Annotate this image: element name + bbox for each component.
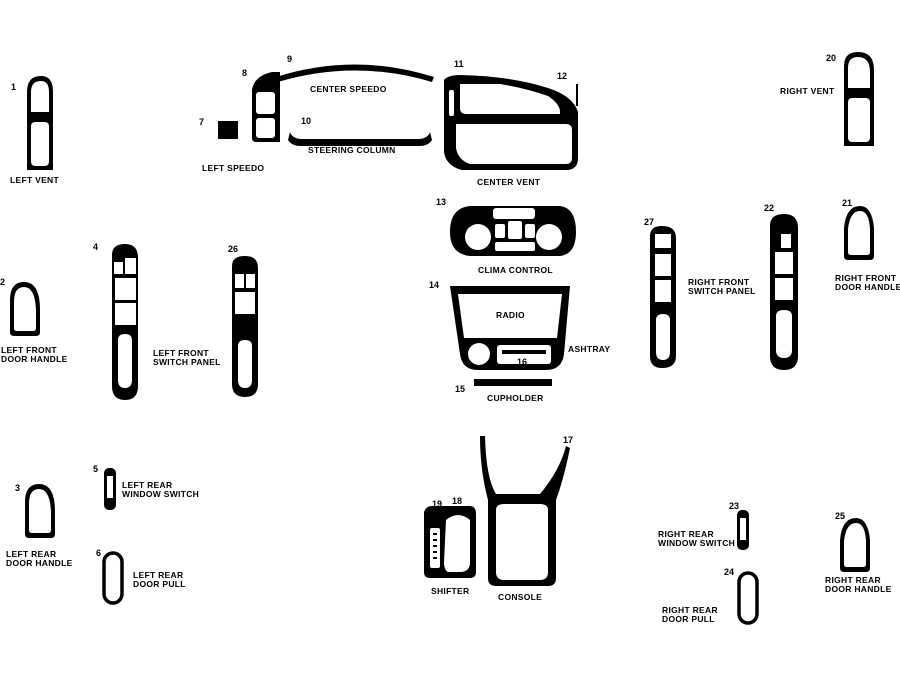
part-number-27: 27 bbox=[644, 217, 654, 227]
label-cupholder: CUPHOLDER bbox=[487, 393, 544, 403]
left-rear-window-switch-piece bbox=[104, 468, 116, 510]
part-number-2: 2 bbox=[0, 277, 5, 287]
label-left-speedo: LEFT SPEEDO bbox=[202, 163, 264, 173]
label-radio: RADIO bbox=[496, 310, 525, 320]
left-vent-piece bbox=[27, 76, 53, 170]
part-number-6: 6 bbox=[96, 548, 101, 558]
shifter-piece bbox=[424, 506, 476, 578]
left-front-door-handle-piece bbox=[10, 282, 40, 336]
cupholder-piece bbox=[474, 379, 552, 386]
part-number-5: 5 bbox=[93, 464, 98, 474]
left-front-switch-panel-alt-piece bbox=[232, 256, 258, 397]
left-front-switch-panel-piece bbox=[112, 244, 138, 400]
label-center-speedo: CENTER SPEEDO bbox=[310, 84, 387, 94]
label-left-front-switch-panel-line1: LEFT FRONT bbox=[153, 348, 209, 358]
label-console: CONSOLE bbox=[498, 592, 542, 602]
center-speedo-arc-piece bbox=[276, 64, 434, 82]
left-gauge-piece bbox=[252, 72, 280, 142]
label-left-rear-window-switch-line1: LEFT REAR bbox=[122, 480, 172, 490]
label-left-rear-door-pull-line2: DOOR PULL bbox=[133, 579, 186, 589]
label-left-rear-door-handle-line2: DOOR HANDLE bbox=[6, 558, 73, 568]
part-number-26: 26 bbox=[228, 244, 238, 254]
label-ashtray: ASHTRAY bbox=[568, 344, 610, 354]
label-right-rear-door-pull-line1: RIGHT REAR bbox=[662, 605, 718, 615]
right-rear-door-handle-piece bbox=[840, 518, 870, 572]
part-number-19: 19 bbox=[432, 499, 442, 509]
label-right-rear-door-pull-line2: DOOR PULL bbox=[662, 614, 715, 624]
steering-column-piece bbox=[288, 132, 432, 146]
part-number-18: 18 bbox=[452, 496, 462, 506]
right-front-switch-panel-piece bbox=[770, 214, 798, 370]
label-left-vent: LEFT VENT bbox=[10, 175, 59, 185]
right-front-switch-panel-alt-piece bbox=[650, 226, 676, 368]
part-number-4: 4 bbox=[93, 242, 98, 252]
part-number-20: 20 bbox=[826, 53, 836, 63]
label-steering-column: STEERING COLUMN bbox=[308, 145, 396, 155]
left-rear-door-handle-piece bbox=[25, 484, 55, 538]
label-right-rear-door-handle-line1: RIGHT REAR bbox=[825, 575, 881, 585]
label-left-rear-door-handle-line1: LEFT REAR bbox=[6, 549, 56, 559]
right-rear-door-pull-piece bbox=[737, 571, 759, 625]
label-right-vent: RIGHT VENT bbox=[780, 86, 835, 96]
part-number-15: 15 bbox=[455, 384, 465, 394]
part-number-8: 8 bbox=[242, 68, 247, 78]
part-number-3: 3 bbox=[15, 483, 20, 493]
part-number-16: 16 bbox=[517, 357, 527, 367]
label-left-front-door-handle-line1: LEFT FRONT bbox=[1, 345, 57, 355]
part-number-11: 11 bbox=[454, 59, 464, 69]
part-number-24: 24 bbox=[724, 567, 734, 577]
part-number-22: 22 bbox=[764, 203, 774, 213]
label-right-front-door-handle-line1: RIGHT FRONT bbox=[835, 273, 897, 283]
label-center-vent: CENTER VENT bbox=[477, 177, 541, 187]
label-shifter: SHIFTER bbox=[431, 586, 469, 596]
label-right-front-switch-panel-line1: RIGHT FRONT bbox=[688, 277, 750, 287]
trim-strip-piece bbox=[576, 84, 578, 106]
label-left-rear-door-pull-line1: LEFT REAR bbox=[133, 570, 183, 580]
part-number-14: 14 bbox=[429, 280, 439, 290]
right-vent-piece bbox=[844, 52, 874, 146]
right-rear-window-switch-piece bbox=[737, 510, 749, 550]
label-right-rear-door-handle-line2: DOOR HANDLE bbox=[825, 584, 892, 594]
clima-control-piece bbox=[450, 206, 576, 256]
part-labels: LEFT VENT LEFT FRONT DOOR HANDLE LEFT RE… bbox=[1, 84, 900, 624]
part-number-13: 13 bbox=[436, 197, 446, 207]
radio-surround-piece bbox=[450, 286, 570, 370]
console-piece bbox=[480, 436, 570, 586]
part-number-23: 23 bbox=[729, 501, 739, 511]
label-right-rear-window-switch-line1: RIGHT REAR bbox=[658, 529, 714, 539]
part-number-10: 10 bbox=[301, 116, 311, 126]
label-right-front-switch-panel-line2: SWITCH PANEL bbox=[688, 286, 756, 296]
label-right-front-door-handle-line2: DOOR HANDLE bbox=[835, 282, 900, 292]
part-number-21: 21 bbox=[842, 198, 852, 208]
label-left-front-door-handle-line2: DOOR HANDLE bbox=[1, 354, 68, 364]
center-vent-piece bbox=[444, 75, 578, 170]
part-number-1: 1 bbox=[11, 82, 16, 92]
right-front-door-handle-piece bbox=[844, 206, 874, 260]
part-number-9: 9 bbox=[287, 54, 292, 64]
left-speedo-piece bbox=[218, 121, 238, 139]
part-number-7: 7 bbox=[199, 117, 204, 127]
label-right-rear-window-switch-line2: WINDOW SWITCH bbox=[658, 538, 735, 548]
label-clima-control: CLIMA CONTROL bbox=[478, 265, 553, 275]
left-rear-door-pull-piece bbox=[102, 551, 124, 605]
label-left-front-switch-panel-line2: SWITCH PANEL bbox=[153, 357, 221, 367]
part-number-17: 17 bbox=[563, 435, 573, 445]
part-numbers: 1 2 3 4 5 6 7 8 9 10 11 12 13 14 15 16 1… bbox=[0, 53, 852, 577]
label-left-rear-window-switch-line2: WINDOW SWITCH bbox=[122, 489, 199, 499]
part-number-25: 25 bbox=[835, 511, 845, 521]
part-number-12: 12 bbox=[557, 71, 567, 81]
